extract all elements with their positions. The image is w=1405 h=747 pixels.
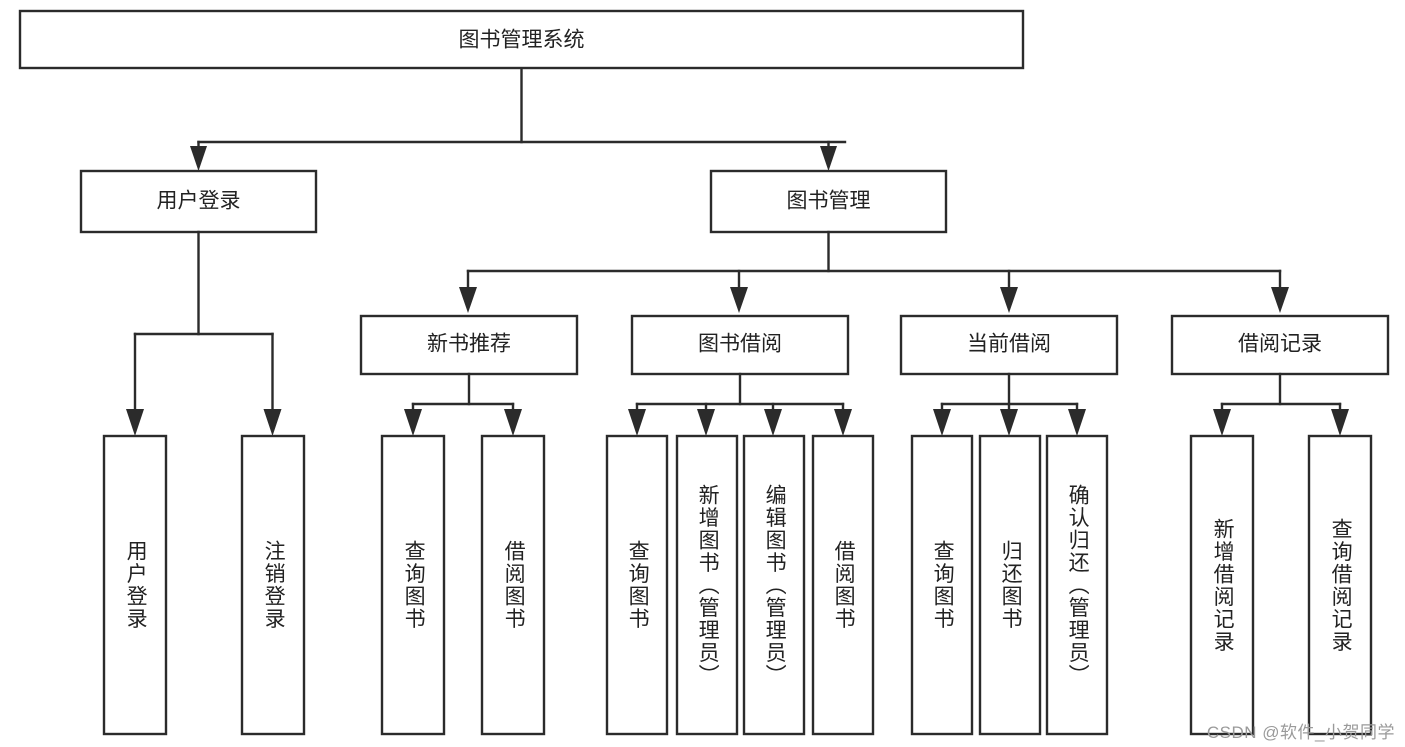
connector-user-login-to-leaves — [126, 230, 282, 436]
node-root[interactable]: 图书管理系统 — [18, 9, 1025, 70]
node-book-borrow[interactable]: 图书借阅 — [630, 314, 850, 376]
leaf-user-login-0[interactable] — [102, 434, 168, 736]
node-borrow-record[interactable]: 借阅记录 — [1170, 314, 1390, 376]
leaf-user-login-1[interactable] — [240, 434, 306, 736]
leaf-book-borrow-2[interactable] — [742, 434, 806, 736]
leaf-current-borrow-0[interactable] — [910, 434, 974, 736]
connector-book-borrow-to-leaves — [628, 372, 852, 436]
leaf-book-borrow-0[interactable] — [605, 434, 669, 736]
node-current-borrow-label: 当前借阅 — [967, 333, 1051, 356]
node-user-login-label: 用户登录 — [157, 190, 241, 213]
connector-new-book-recommend-to-leaves — [404, 372, 522, 436]
node-new-book-recommend[interactable]: 新书推荐 — [359, 314, 579, 376]
node-borrow-record-label: 借阅记录 — [1238, 333, 1322, 356]
node-book-management[interactable]: 图书管理 — [709, 169, 948, 234]
connector-book-management-to-level2 — [459, 230, 1289, 313]
connector-current-borrow-to-leaves — [933, 372, 1086, 436]
node-current-borrow[interactable]: 当前借阅 — [899, 314, 1119, 376]
leaf-new-book-recommend-1[interactable] — [480, 434, 546, 736]
node-new-book-recommend-label: 新书推荐 — [427, 333, 511, 356]
node-book-borrow-label: 图书借阅 — [698, 333, 782, 356]
node-user-login[interactable]: 用户登录 — [79, 169, 318, 234]
leaf-book-borrow-3[interactable] — [811, 434, 875, 736]
connector-root-to-level1 — [190, 66, 847, 171]
leaf-current-borrow-2[interactable] — [1045, 434, 1109, 736]
csdn-watermark: CSDN @软件_小贺同学 — [1206, 723, 1395, 742]
node-root-label: 图书管理系统 — [459, 29, 585, 52]
leaf-book-borrow-1[interactable] — [675, 434, 739, 736]
leaf-borrow-record-0[interactable] — [1189, 434, 1255, 736]
connector-borrow-record-to-leaves — [1213, 372, 1349, 436]
node-book-management-label: 图书管理 — [787, 190, 871, 213]
leaf-current-borrow-1[interactable] — [978, 434, 1042, 736]
leaf-new-book-recommend-0[interactable] — [380, 434, 446, 736]
leaf-borrow-record-1[interactable] — [1307, 434, 1373, 736]
